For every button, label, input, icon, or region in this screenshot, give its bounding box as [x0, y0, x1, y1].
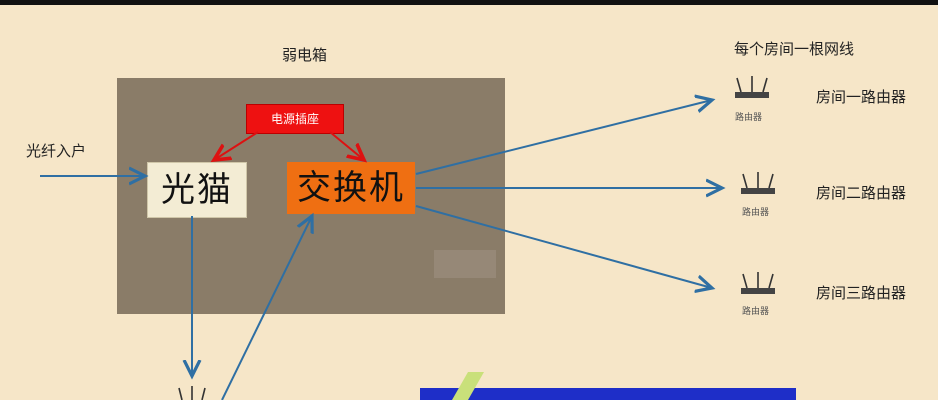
weak-box-title: 弱电箱 [282, 46, 328, 64]
fiber-in-label: 光纤入户 [26, 142, 87, 160]
bottom-blue-bar [420, 388, 796, 400]
top-border [0, 0, 938, 5]
router-icon-caption-3: 路由器 [742, 307, 770, 317]
bottom-yellow-stripe [452, 372, 484, 400]
router-icon-caption-2: 路由器 [742, 208, 770, 218]
optical-modem-box: 光猫 [147, 162, 247, 218]
power-to-modem-arrow [214, 131, 259, 160]
router-label-2: 房间二路由器 [816, 184, 907, 202]
router-icon [741, 272, 775, 294]
router-label-3: 房间三路由器 [816, 284, 907, 302]
router-icon [741, 172, 775, 194]
switch-box: 交换机 [287, 162, 415, 214]
power-to-switch-arrow [329, 131, 364, 160]
router-icon-caption-1: 路由器 [735, 113, 763, 123]
room-cable-caption: 每个房间一根网线 [734, 40, 855, 58]
faint-patch [434, 250, 496, 278]
router-icon [178, 386, 206, 400]
power-socket-box: 电源插座 [246, 104, 344, 134]
router-icon [735, 76, 769, 98]
router-label-1: 房间一路由器 [816, 88, 907, 106]
up-to-switch-arrow [221, 216, 312, 400]
switch-to-router-3-arrow [415, 205, 712, 288]
switch-to-router-1-arrow [415, 100, 712, 175]
